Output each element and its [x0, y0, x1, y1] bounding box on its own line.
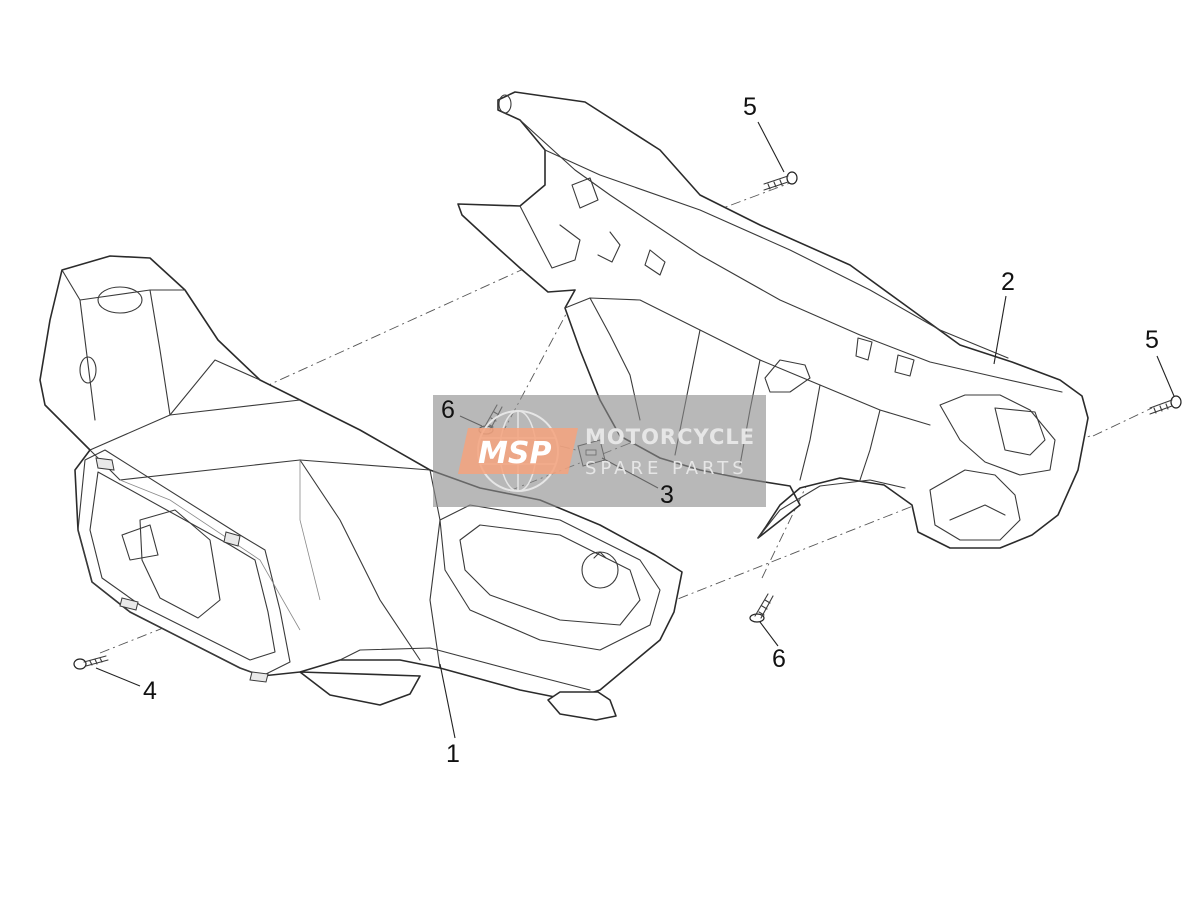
logo-badge: [458, 428, 578, 474]
watermark-line1: MOTORCYCLE: [585, 425, 755, 449]
watermark-line2: SPARE PARTS: [585, 458, 748, 479]
front-handlebar-cover: [39, 255, 683, 721]
callout-3: 3: [660, 481, 674, 509]
callout-4: 4: [143, 677, 157, 705]
callout-5a: 5: [743, 93, 757, 121]
callouts: 1 2 3 4 5 5 6 6: [143, 93, 1159, 768]
callout-5b: 5: [1145, 326, 1159, 354]
screw-5-right: [1149, 395, 1182, 415]
screw-6-lower: [749, 593, 774, 623]
watermark: MSP MOTORCYCLE SPARE PARTS: [433, 395, 766, 507]
logo-text: MSP: [478, 436, 551, 471]
callout-1: 1: [446, 740, 460, 768]
callout-6a: 6: [441, 396, 455, 424]
screw-4: [73, 655, 109, 670]
callout-2: 2: [1001, 268, 1015, 296]
screw-5-upper: [763, 171, 798, 191]
callout-6b: 6: [772, 645, 786, 673]
